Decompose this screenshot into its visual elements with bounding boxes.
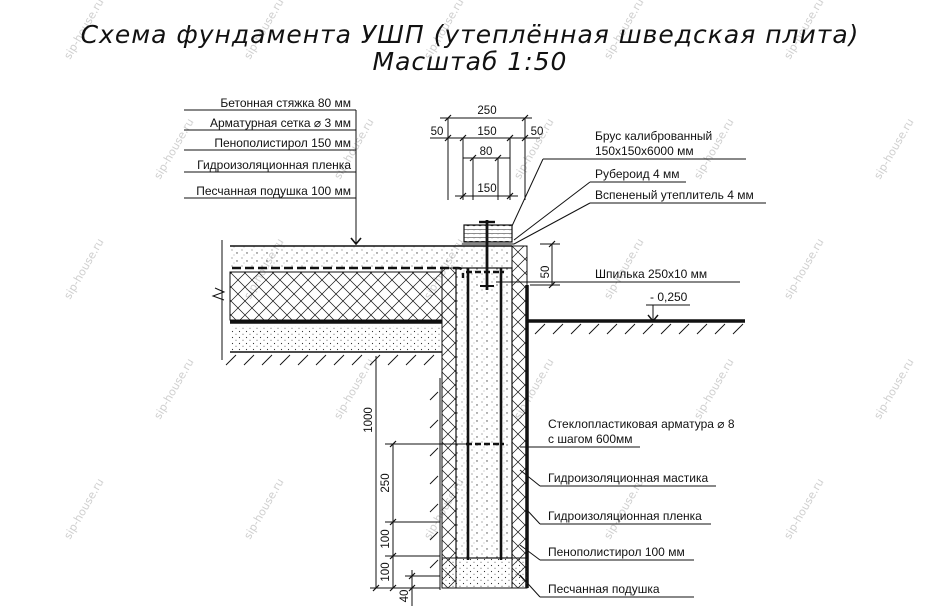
dim-side-50: 50 [540, 266, 552, 279]
dim-depth-40: 40 [399, 590, 411, 603]
ground-line [429, 319, 745, 590]
top-dimensions: 250 50 150 50 80 150 [430, 105, 543, 200]
watermark-text: sip-house.ru [61, 476, 106, 541]
dim-top-left: 50 [431, 126, 444, 138]
soil-hatch-slab [225, 354, 435, 366]
dim-top-beam: 150 [477, 183, 496, 195]
timber-beam [463, 224, 513, 243]
dim-top-total: 250 [477, 105, 496, 117]
dim-depth-1000: 1000 [363, 407, 375, 433]
left-callouts: Бетонная стяжка 80 мм Арматурная сетка ⌀… [184, 96, 362, 246]
dim-top-inner: 80 [480, 146, 493, 158]
label-sand-pad: Песчанная подушка [548, 582, 660, 596]
right-callouts-top: Брус калиброванный 150х150х6000 мм Рубер… [496, 129, 766, 323]
dim-depth-250: 250 [380, 473, 392, 492]
label-mastic: Гидроизоляционная мастика [548, 471, 709, 485]
scale-caption: Масштаб 1:50 [373, 47, 568, 76]
label-level: - 0,250 [650, 290, 688, 304]
label-screed: Бетонная стяжка 80 мм [220, 96, 351, 110]
watermark-text: sip-house.ru [871, 116, 916, 181]
label-timber-1: Брус калиброванный [595, 129, 712, 143]
vertical-dimensions: 1000 250 100 100 40 [363, 356, 470, 606]
label-film: Гидроизоляционная пленка [197, 158, 351, 172]
label-rebar-2: с шагом 600мм [548, 432, 633, 446]
slab-section [211, 240, 512, 366]
dim-depth-100-a: 100 [380, 529, 392, 548]
foundation-beam [441, 220, 529, 589]
dim-depth-100-b: 100 [380, 562, 392, 581]
watermark-text: sip-house.ru [871, 356, 916, 421]
label-mesh: Арматурная сетка ⌀ 3 мм [210, 116, 351, 130]
label-film-2: Гидроизоляционная пленка [548, 509, 702, 523]
page-title: Схема фундамента УШП (утеплённая шведска… [81, 20, 860, 49]
label-roofing: Рубероид 4 мм [595, 167, 679, 181]
label-eps-100: Пенополистирол 100 мм [548, 545, 685, 559]
label-insulation: Пенополистирол 150 мм [214, 136, 351, 150]
watermark-text: sip-house.ru [781, 236, 826, 301]
label-sand: Песчанная подушка 100 мм [196, 184, 351, 198]
dim-top-right: 50 [531, 126, 544, 138]
label-stud: Шпилька 250х10 мм [595, 267, 707, 281]
watermark-text: sip-house.ru [691, 356, 736, 421]
label-rebar-1: Стеклопластиковая арматура ⌀ 8 [548, 417, 735, 431]
label-foam: Вспененый утеплитель 4 мм [595, 188, 754, 202]
right-callouts-bottom: Стеклопластиковая арматура ⌀ 8 с шагом 6… [519, 417, 735, 598]
label-timber-2: 150х150х6000 мм [595, 144, 694, 158]
watermark-text: sip-house.ru [691, 116, 736, 181]
watermark-text: sip-house.ru [61, 236, 106, 301]
watermark-text: sip-house.ru [151, 356, 196, 421]
dim-top-mid: 150 [477, 126, 496, 138]
watermark-text: sip-house.ru [781, 476, 826, 541]
watermark-text: sip-house.ru [241, 476, 286, 541]
